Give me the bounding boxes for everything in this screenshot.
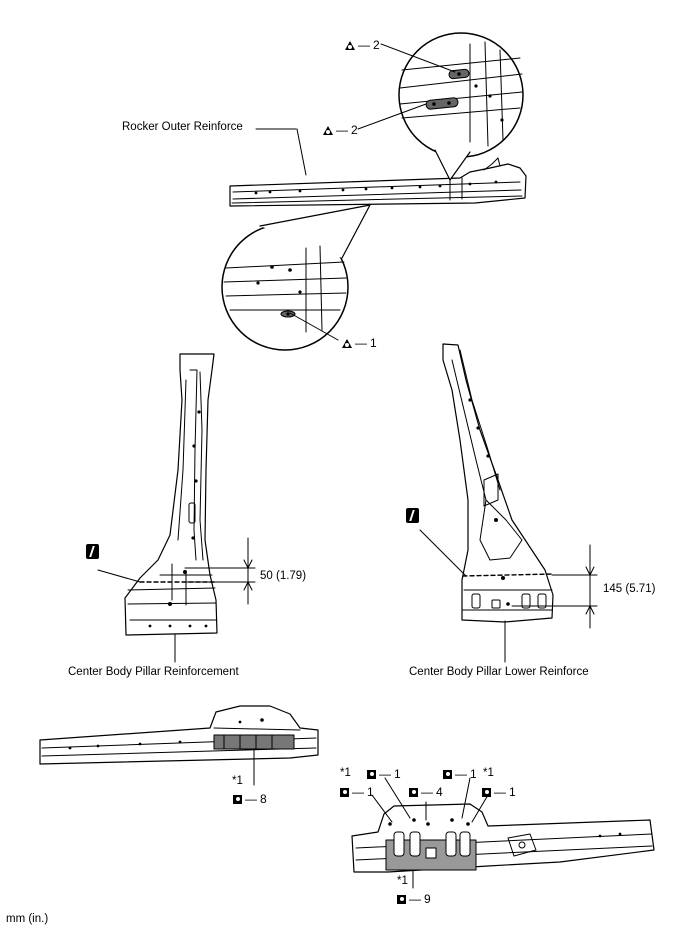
rocker-assembly-left: [39, 705, 319, 765]
center-body-pillar-reinforcement-part: [124, 353, 218, 636]
callout-dash: —: [455, 767, 467, 781]
callout-dash: —: [421, 785, 433, 799]
callout-number: 1: [367, 785, 374, 799]
square-weld-icon: [443, 769, 452, 779]
callout-dash: —: [352, 785, 364, 799]
footnote-asterisk-1: *1: [483, 767, 494, 779]
callout-dash: —: [355, 336, 367, 350]
callout-sq-4: — 4: [409, 786, 443, 798]
rocker-assembly-right: [351, 803, 655, 873]
callout-tri-1: — 1: [342, 337, 377, 349]
callout-dash: —: [379, 767, 391, 781]
dimension-pillar: [184, 537, 256, 605]
callout-sq-8: — 8: [233, 793, 267, 805]
square-weld-icon: [340, 787, 349, 797]
callout-number: 8: [260, 792, 267, 806]
units-label: mm (in.): [6, 913, 49, 925]
callout-dash: —: [409, 892, 421, 906]
callout-number: 2: [373, 38, 380, 52]
callout-number: 1: [470, 767, 477, 781]
leader-tri2-mid: [357, 103, 427, 130]
center-body-pillar-lower-reinforce-part: [442, 343, 554, 623]
cut-icon: [86, 544, 99, 559]
callout-dash: —: [336, 123, 348, 137]
square-weld-icon: [482, 787, 491, 797]
center-body-pillar-reinforcement-label: Center Body Pillar Reinforcement: [68, 666, 239, 678]
dimension-pillar-text: 50 (1.79): [260, 570, 307, 582]
callout-number: 4: [436, 785, 443, 799]
callout-number: 1: [394, 767, 401, 781]
square-weld-icon: [409, 787, 418, 797]
callout-tri-2-mid: — 2: [323, 124, 358, 136]
leader-tri1: [289, 312, 339, 341]
callout-sq-1-a: — 1: [367, 768, 401, 780]
footnote-asterisk-1: *1: [232, 775, 243, 787]
triangle-weld-icon: [342, 338, 352, 348]
magnifier-lower: [221, 204, 371, 351]
callout-sq-1-d: — 1: [482, 786, 516, 798]
callout-dash: —: [358, 38, 370, 52]
leader-tri2-top: [380, 43, 456, 73]
square-weld-icon: [397, 894, 406, 904]
callout-number: 2: [351, 123, 358, 137]
callout-number: 1: [509, 785, 516, 799]
callout-number: 1: [370, 336, 377, 350]
callout-tri-2-top: — 2: [345, 39, 380, 51]
leader-lower-cut: [419, 529, 467, 577]
leaders-right-assembly: [371, 777, 489, 889]
center-body-pillar-lower-reinforce-label: Center Body Pillar Lower Reinforce: [409, 666, 589, 678]
footnote-asterisk-1: *1: [340, 767, 351, 779]
square-weld-icon: [233, 794, 242, 804]
rocker-label-leader: [296, 128, 307, 176]
dimension-lower-text: 145 (5.71): [603, 583, 656, 595]
triangle-weld-icon: [345, 40, 355, 50]
rocker-outer-reinforce-part: [229, 157, 527, 207]
callout-sq-9: — 9: [397, 893, 431, 905]
square-weld-icon: [367, 769, 376, 779]
magnifier-upper: [398, 32, 524, 181]
leader-pillar-cut: [97, 569, 141, 583]
callout-sq-1-b: — 1: [443, 768, 477, 780]
triangle-weld-icon: [323, 125, 333, 135]
callout-number: 9: [424, 892, 431, 906]
callout-dash: —: [494, 785, 506, 799]
callout-sq-1-c: — 1: [340, 786, 374, 798]
rocker-outer-reinforce-label: Rocker Outer Reinforce: [122, 121, 243, 133]
callout-dash: —: [245, 792, 257, 806]
dimension-lower: [511, 544, 598, 629]
footnote-asterisk-1: *1: [397, 875, 408, 887]
cut-icon: [406, 508, 419, 523]
